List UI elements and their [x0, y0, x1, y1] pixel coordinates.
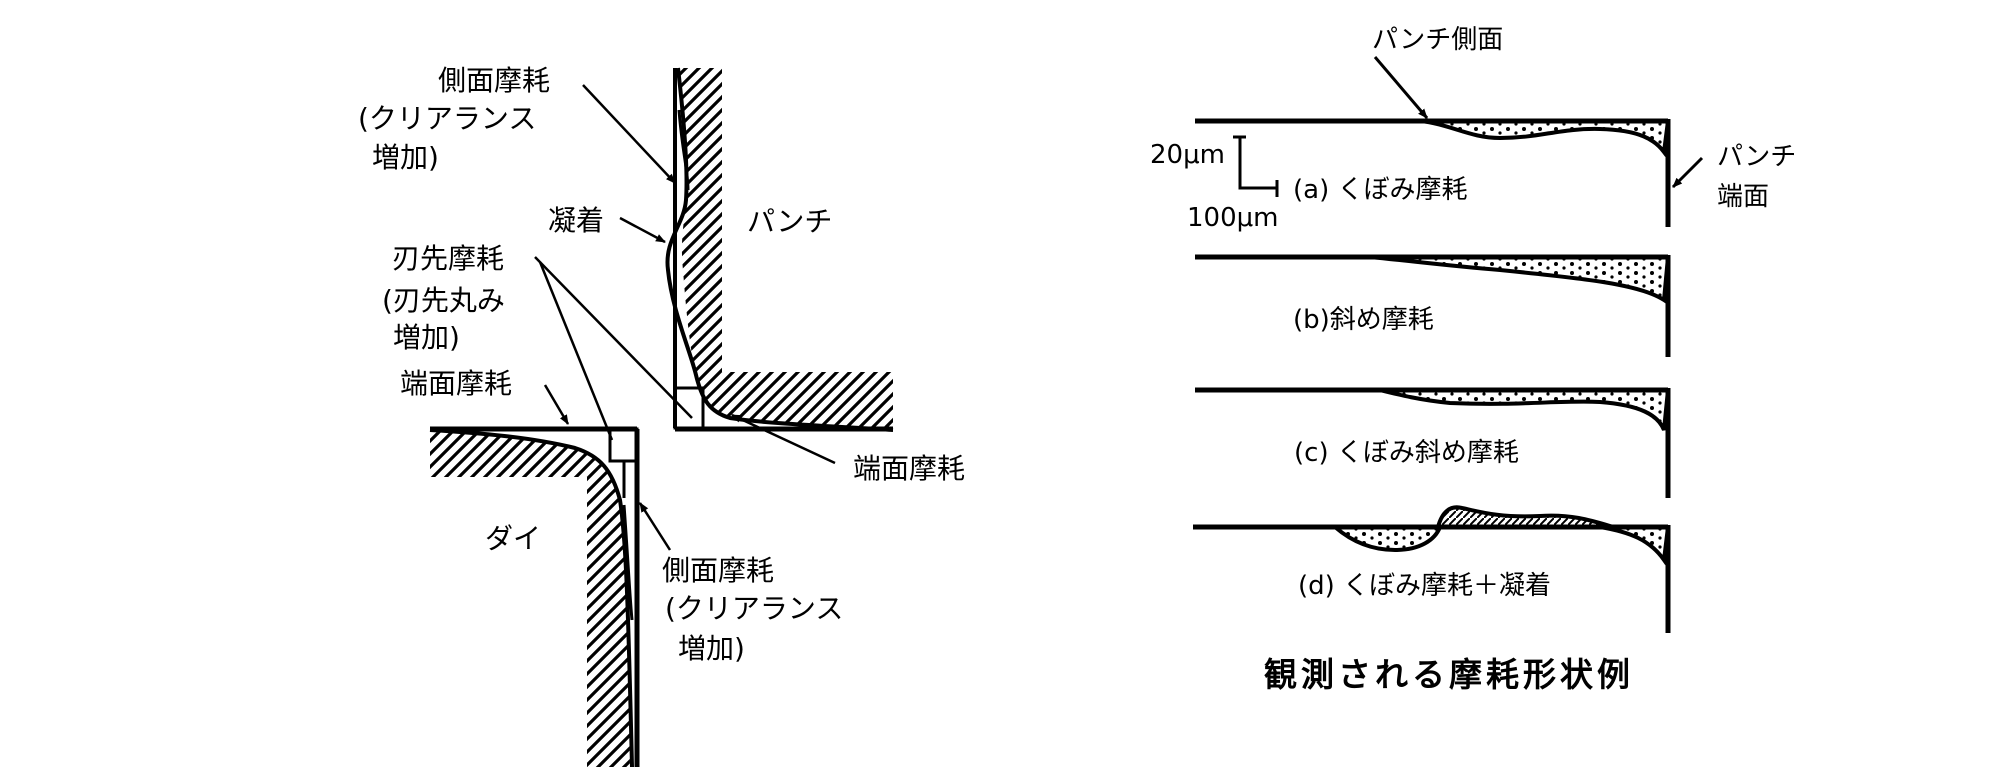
scale-bar: 20μm 100μm: [1150, 135, 1279, 233]
punch-wear-sliver: [677, 109, 690, 191]
leader-end-wear-right: [731, 413, 836, 465]
wear-region-a: [1419, 119, 1671, 158]
label-side-wear-bottom-sub: (クリアランス: [665, 592, 843, 625]
label-punch-side: パンチ側面: [1372, 25, 1503, 55]
die-wear-sliver: [622, 461, 634, 621]
case-label-b: (b)斜め摩耗: [1293, 305, 1434, 335]
die-hatching: [430, 432, 630, 767]
punch: [665, 67, 894, 432]
label-punch-end-1: パンチ: [1717, 142, 1796, 172]
punch-hatching: [680, 68, 893, 430]
case-label-c: (c) くぼみ斜め摩耗: [1294, 438, 1519, 468]
label-end-wear-left: 端面摩耗: [400, 367, 512, 400]
corner-wear-d: [1599, 525, 1671, 566]
profile-c: [1195, 387, 1671, 498]
left-labels: 側面摩耗 (クリアランス 増加) 凝着 パンチ 刃先摩耗 (刃先丸み 増加) 端…: [358, 64, 965, 665]
die-worn-profile: [429, 428, 634, 768]
label-edge-wear-sub: (刃先丸み: [382, 284, 505, 317]
adhesion-region-d: [1435, 505, 1612, 529]
wear-region-c: [1379, 388, 1671, 431]
label-side-wear-top-sub2: 増加): [372, 141, 439, 174]
leader-adhesion: [619, 216, 666, 244]
label-side-wear-top-sub: (クリアランス: [358, 102, 536, 135]
case-label-a: (a) くぼみ摩耗: [1293, 175, 1468, 205]
die-edge-box: [608, 427, 639, 463]
label-die: ダイ: [485, 522, 541, 555]
label-side-wear-bottom-sub2: 増加): [678, 632, 745, 665]
label-edge-wear: 刃先摩耗: [392, 242, 504, 275]
leader-edge-wear-die: [538, 261, 614, 441]
profile-b: [1195, 254, 1671, 357]
leader-lines: [534, 84, 836, 551]
wear-region-d: [1329, 525, 1443, 553]
leader-end-wear-left: [543, 384, 570, 425]
scale-bar-lines: [1233, 135, 1279, 197]
figure-caption: 観測される摩耗形状例: [1264, 655, 1634, 694]
die: [429, 426, 640, 768]
label-punch-end-2: 端面: [1717, 182, 1769, 212]
leader-side-wear-top: [582, 84, 676, 184]
label-punch: パンチ: [747, 205, 832, 238]
label-side-wear-bottom: 側面摩耗: [662, 554, 774, 587]
profile-a: [1195, 118, 1671, 227]
profile-d: [1193, 505, 1671, 633]
leader-punch-end: [1671, 156, 1704, 189]
punch-edge-box: [673, 386, 705, 430]
label-end-wear-right: 端面摩耗: [853, 452, 965, 485]
leader-side-wear-bottom: [638, 502, 672, 551]
wear-region-b: [1369, 255, 1671, 304]
label-adhesion: 凝着: [548, 204, 604, 237]
leader-edge-wear-punch: [534, 256, 693, 419]
scale-vertical-label: 20μm: [1150, 140, 1225, 170]
scale-horizontal-label: 100μm: [1187, 203, 1279, 233]
leader-punch-side: [1373, 56, 1429, 119]
label-edge-wear-sub2: 増加): [393, 321, 460, 354]
case-label-d: (d) くぼみ摩耗＋凝着: [1298, 571, 1551, 601]
label-side-wear-top: 側面摩耗: [438, 64, 550, 97]
